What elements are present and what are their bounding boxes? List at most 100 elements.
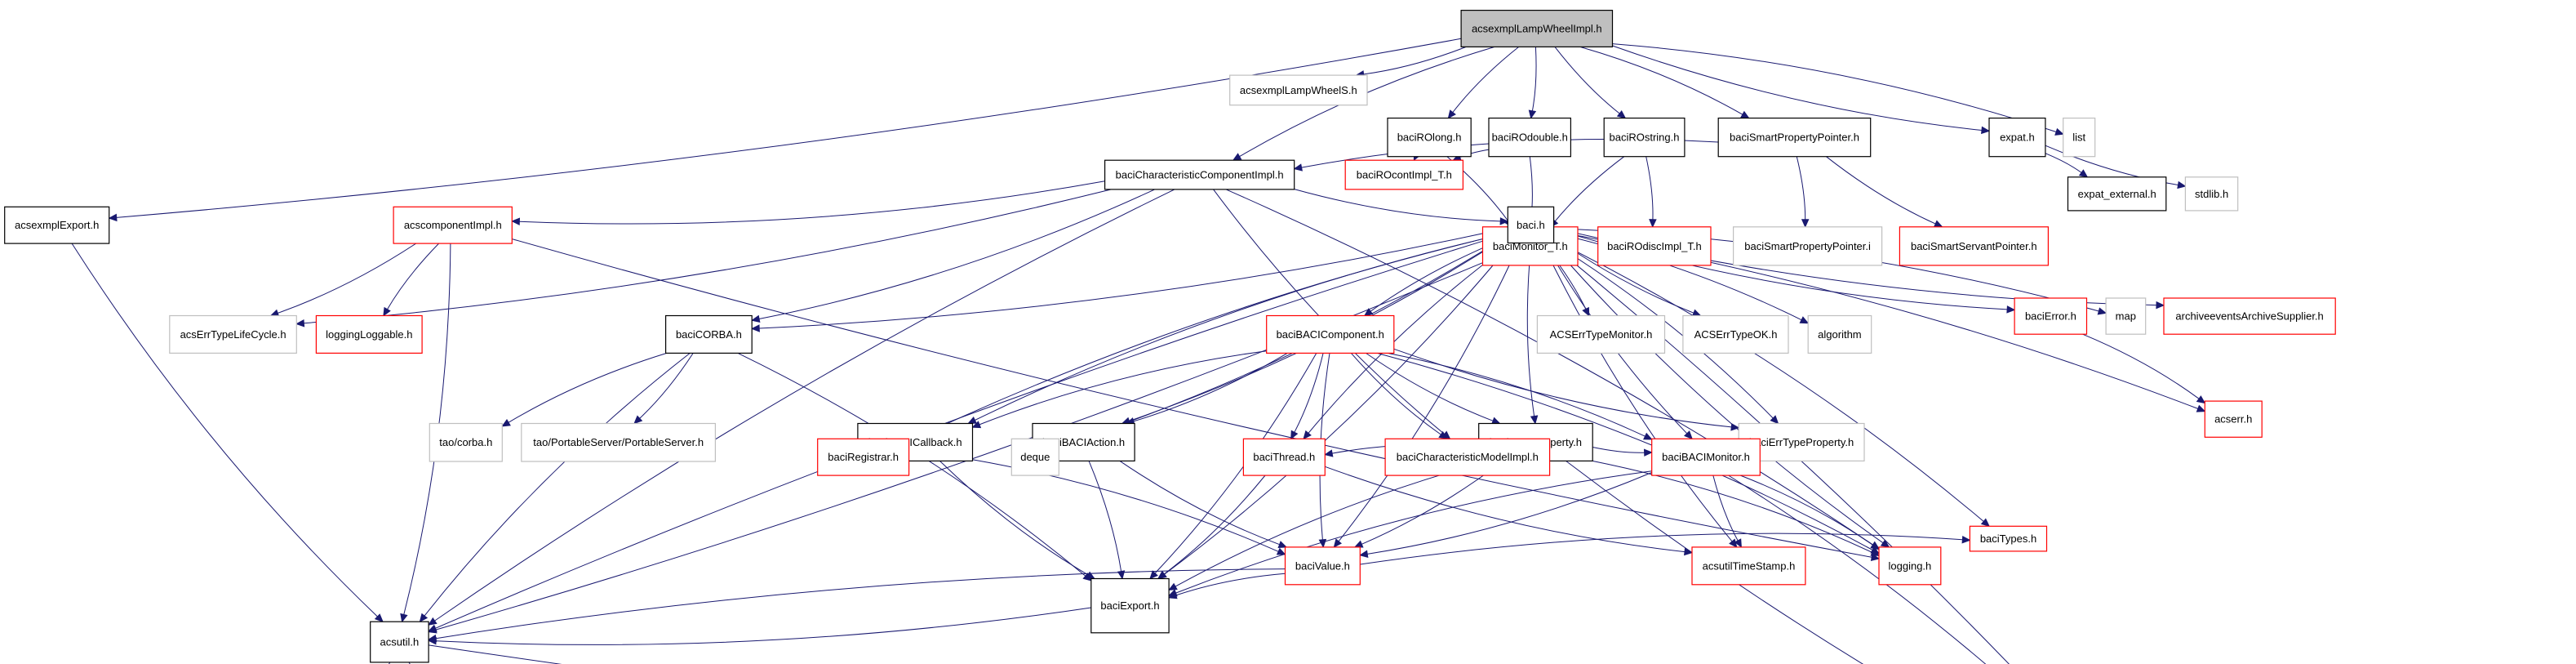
edge-callback-to-baciexport	[939, 461, 1095, 580]
node-box	[521, 422, 716, 462]
node-types[interactable]: baciTypes.h	[1969, 525, 2048, 552]
edge-line	[1542, 243, 1733, 542]
arrowhead-icon	[1149, 570, 1158, 580]
node-label: baciROcontImpl_T.h	[1357, 169, 1452, 181]
arrowhead-icon	[1770, 415, 1779, 425]
node-box	[4, 206, 110, 244]
node-bacimon[interactable]: baciBACIMonitor.h	[1651, 438, 1761, 476]
node-baciexport[interactable]: baciExport.h	[1090, 577, 1170, 634]
edge-line	[387, 243, 439, 310]
node-label: baciErrTypeProperty.h	[1749, 436, 1854, 448]
node-lampwheelS: acsexmplLampWheelS.h	[1229, 74, 1368, 106]
arrowhead-icon	[1691, 309, 1702, 317]
node-expat[interactable]: expat.h	[1988, 118, 2046, 158]
node-baci[interactable]: baci.h	[1507, 206, 1555, 244]
arrowhead-icon	[1730, 423, 1740, 431]
edge-root-to-rolong	[1447, 47, 1520, 119]
edge-root-to-rostring	[1554, 47, 1627, 119]
node-loggable[interactable]: loggingLoggable.h	[315, 314, 423, 354]
arrowhead-icon	[1961, 536, 1971, 544]
node-label: baciThread.h	[1253, 451, 1315, 463]
node-compimpl[interactable]: acscomponentImpl.h	[393, 206, 513, 244]
node-box	[1733, 226, 1883, 266]
node-bacierror[interactable]: baciError.h	[2014, 297, 2088, 335]
node-root[interactable]: acsexmplLampWheelImpl.h	[1460, 10, 1614, 47]
node-timestamp[interactable]: acsutilTimeStamp.h	[1691, 546, 1806, 586]
edge-line	[1796, 156, 1806, 220]
node-acsutil[interactable]: acsutil.h	[370, 621, 429, 663]
edge-bacicomp-to-baciexport	[1149, 353, 1317, 580]
node-box	[2063, 118, 2096, 158]
arrowhead-icon	[1530, 415, 1539, 425]
arrowhead-icon	[2156, 301, 2165, 310]
node-smartservant[interactable]: baciSmartServantPointer.h	[1899, 226, 2049, 266]
node-box	[1651, 438, 1761, 476]
node-box	[1104, 159, 1295, 190]
node-label: expat_external.h	[2078, 188, 2156, 200]
node-errok: ACSErrTypeOK.h	[1682, 314, 1789, 354]
node-registrar[interactable]: baciRegistrar.h	[817, 438, 910, 476]
node-charcomp[interactable]: baciCharacteristicComponentImpl.h	[1104, 159, 1295, 190]
node-acserr[interactable]: acserr.h	[2204, 400, 2263, 438]
edge-line	[975, 232, 1508, 421]
node-value[interactable]: baciValue.h	[1284, 546, 1361, 586]
node-box	[1481, 226, 1579, 266]
edge-baci-to-baciexport	[1157, 243, 1512, 580]
node-label: acsexmplLampWheelImpl.h	[1472, 23, 1602, 35]
arrowhead-icon	[1643, 432, 1653, 440]
node-rocont[interactable]: baciROcontImpl_T.h	[1344, 159, 1463, 190]
node-corba[interactable]: baciCORBA.h	[664, 314, 753, 354]
arrowhead-icon	[419, 613, 429, 623]
edge-baci-to-types	[1553, 239, 1991, 528]
edge-line	[1612, 43, 2057, 132]
edge-line	[915, 232, 1508, 439]
arrowhead-icon	[1447, 109, 1456, 119]
node-archive[interactable]: archiveeventsArchiveSupplier.h	[2163, 297, 2336, 335]
edge-root-to-expat	[1612, 45, 1991, 135]
node-charmodel[interactable]: baciCharacteristicModelImpl.h	[1384, 438, 1551, 476]
node-smartprop[interactable]: baciSmartPropertyPointer.h	[1717, 118, 1872, 158]
node-layer: acsexmplLampWheelImpl.h acsexmplLampWheel…	[4, 10, 2336, 663]
node-rodisc[interactable]: baciROdiscImpl_T.h	[1597, 226, 1712, 266]
edge-line	[1175, 470, 1652, 594]
node-box	[1384, 438, 1551, 476]
edge-root-to-export	[108, 38, 1462, 222]
node-rodouble[interactable]: baciROdouble.h	[1488, 118, 1572, 158]
node-box	[2163, 297, 2336, 335]
node-label: acsutilTimeStamp.h	[1703, 559, 1796, 572]
arrowhead-icon	[1799, 316, 1810, 324]
arrowhead-icon	[971, 421, 982, 429]
node-box	[1460, 10, 1614, 47]
edge-line	[1366, 352, 1494, 421]
edge-baci-to-acsutil	[427, 233, 1508, 632]
node-box	[393, 206, 513, 244]
edge-bacimon-to-value	[1359, 472, 1652, 558]
node-rolong[interactable]: baciROlong.h	[1387, 118, 1472, 158]
edge-line	[1308, 243, 1512, 434]
arrowhead-icon	[1491, 417, 1501, 425]
node-export[interactable]: acsexmplExport.h	[4, 206, 110, 244]
edge-thread-to-baciexport	[1157, 475, 1266, 580]
edge-line	[1294, 353, 1324, 433]
edge-expat-to-expatext	[2045, 153, 2089, 178]
arrowhead-icon	[1616, 109, 1627, 119]
arrowhead-icon	[1880, 539, 1890, 548]
node-box	[1899, 226, 2049, 266]
node-monitorT[interactable]: baciMonitor_T.h	[1481, 226, 1579, 266]
node-label: acsErrTypeLifeCycle.h	[180, 328, 286, 341]
node-expatext[interactable]: expat_external.h	[2067, 176, 2167, 212]
node-label: baciRegistrar.h	[828, 451, 899, 463]
node-thread[interactable]: baciThread.h	[1242, 438, 1326, 476]
node-label: baciBACIMonitor.h	[1662, 451, 1750, 463]
edge-root-to-rodouble	[1528, 47, 1537, 119]
node-logging[interactable]: logging.h	[1878, 546, 1942, 586]
arrowhead-icon	[1290, 430, 1299, 440]
edge-baci-to-thread	[1303, 243, 1512, 440]
node-bacicomp[interactable]: baciBACIComponent.h	[1266, 314, 1395, 354]
node-box	[1603, 118, 1686, 158]
arrowhead-icon	[1276, 547, 1286, 555]
arrowhead-icon	[427, 636, 437, 645]
arrowhead-icon	[2054, 127, 2064, 136]
edge-line	[1338, 243, 1521, 542]
node-rostring[interactable]: baciROstring.h	[1603, 118, 1686, 158]
